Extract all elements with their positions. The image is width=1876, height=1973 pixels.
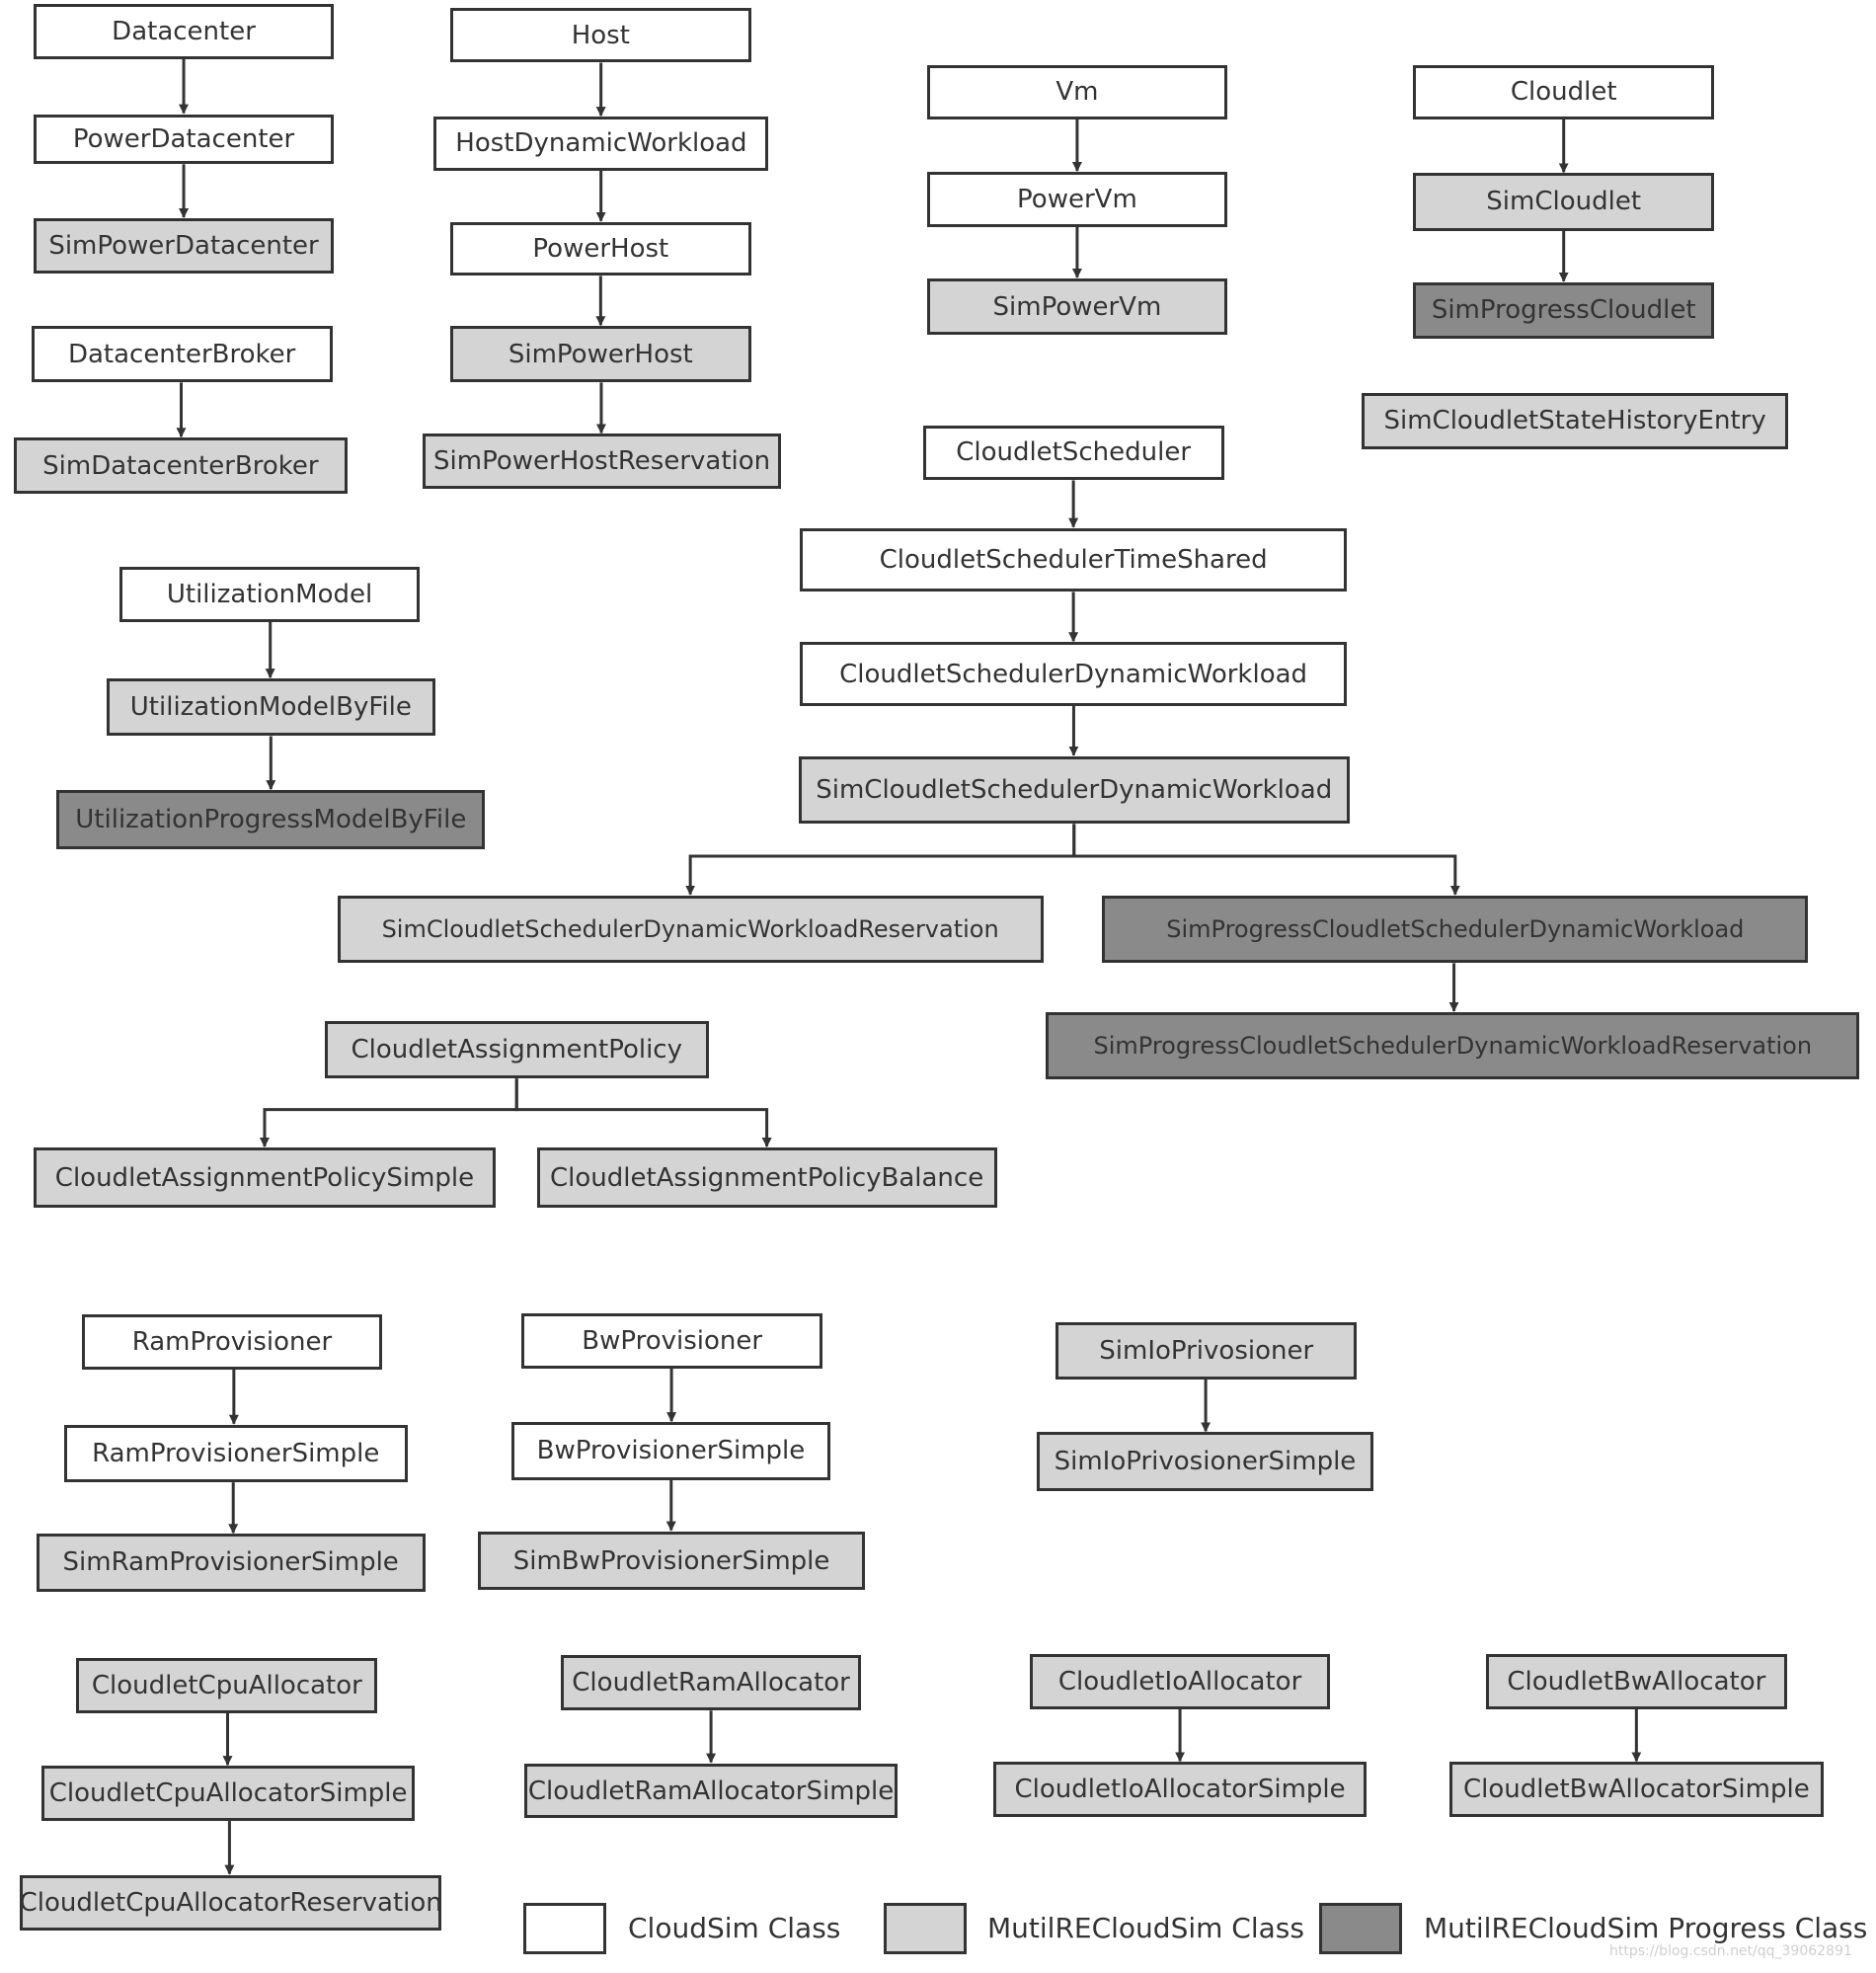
class-box-power-host: PowerHost: [449, 221, 751, 276]
class-box-cloudlet-assignment-policy-balance: CloudletAssignmentPolicyBalance: [536, 1147, 997, 1208]
legend-label-progress: MutilRECloudSim Progress Class: [1424, 1912, 1868, 1944]
class-box-cloudlet-cpu-allocator-simple: CloudletCpuAllocatorSimple: [40, 1766, 416, 1822]
class-box-vm: Vm: [926, 65, 1228, 119]
class-box-cloudlet-ram-allocator: CloudletRamAllocator: [560, 1655, 862, 1711]
arrow-cloudlet-assignment-policy-to-cloudlet-assignment-policy-balance: [514, 1078, 772, 1148]
class-box-sim-power-host-reservation: SimPowerHostReservation: [422, 434, 782, 490]
class-box-utilization-model-by-file: UtilizationModelByFile: [106, 678, 435, 737]
class-box-ram-provisioner: RamProvisioner: [81, 1313, 383, 1370]
class-box-sim-progress-cloudlet: SimProgressCloudlet: [1413, 281, 1715, 339]
class-box-sim-power-datacenter: SimPowerDatacenter: [34, 217, 334, 274]
watermark-url: https://blog.csdn.net/qq_39062891: [1609, 1943, 1852, 1959]
class-box-sim-io-privosioner: SimIoPrivosioner: [1055, 1321, 1358, 1380]
legend-swatch-cloudsim: [523, 1903, 606, 1954]
class-box-utilization-progress-model-by-file: UtilizationProgressModelByFile: [56, 790, 486, 849]
class-box-datacenter-broker: DatacenterBroker: [31, 326, 333, 383]
class-box-power-datacenter: PowerDatacenter: [34, 114, 334, 165]
class-box-cloudlet-scheduler-dynamic-workload: CloudletSchedulerDynamicWorkload: [800, 642, 1347, 706]
class-box-sim-cloudlet: SimCloudlet: [1413, 173, 1715, 231]
arrow-sim-cloudlet-scheduler-dynamic-workload-to-sim-progress-cloudlet-scheduler-dynamic-workload: [1072, 824, 1460, 896]
class-box-host: Host: [449, 7, 751, 63]
class-box-sim-progress-cloudlet-scheduler-dynamic-workload-reservation: SimProgressCloudletSchedulerDynamicWorkl…: [1046, 1011, 1860, 1080]
class-box-cloudlet-assignment-policy-simple: CloudletAssignmentPolicySimple: [34, 1147, 496, 1208]
class-box-cloudlet-assignment-policy: CloudletAssignmentPolicy: [324, 1020, 709, 1079]
class-box-sim-cloudlet-scheduler-dynamic-workload: SimCloudletSchedulerDynamicWorkload: [798, 755, 1350, 825]
class-box-sim-io-privosioner-simple: SimIoPrivosionerSimple: [1037, 1432, 1373, 1492]
class-box-cloudlet-bw-allocator-simple: CloudletBwAllocatorSimple: [1449, 1762, 1824, 1818]
class-box-cloudlet-bw-allocator: CloudletBwAllocator: [1485, 1654, 1787, 1709]
class-box-cloudlet-ram-allocator-simple: CloudletRamAllocatorSimple: [523, 1763, 899, 1819]
class-box-sim-datacenter-broker: SimDatacenterBroker: [13, 437, 348, 495]
class-box-sim-ram-provisioner-simple: SimRamProvisionerSimple: [36, 1534, 426, 1592]
class-box-cloudlet-io-allocator: CloudletIoAllocator: [1029, 1654, 1331, 1709]
class-box-sim-power-host: SimPowerHost: [449, 326, 751, 383]
class-box-power-vm: PowerVm: [926, 171, 1228, 227]
class-box-cloudlet-scheduler: CloudletScheduler: [922, 425, 1224, 481]
class-box-sim-bw-provisioner-simple: SimBwProvisionerSimple: [477, 1531, 866, 1591]
class-box-sim-cloudlet-scheduler-dynamic-workload-reservation: SimCloudletSchedulerDynamicWorkloadReser…: [337, 895, 1044, 964]
legend-swatch-multi: [884, 1903, 967, 1954]
class-box-sim-progress-cloudlet-scheduler-dynamic-workload: SimProgressCloudletSchedulerDynamicWorkl…: [1102, 895, 1809, 964]
class-box-cloudlet-cpu-allocator-reservation: CloudletCpuAllocatorReservation: [20, 1874, 442, 1931]
class-box-bw-provisioner-simple: BwProvisionerSimple: [511, 1422, 830, 1480]
class-box-cloudlet: Cloudlet: [1413, 65, 1715, 119]
class-box-sim-cloudlet-state-history-entry: SimCloudletStateHistoryEntry: [1362, 392, 1789, 449]
class-box-bw-provisioner: BwProvisioner: [521, 1312, 823, 1369]
class-box-datacenter: Datacenter: [34, 3, 334, 59]
connector-layer: [176, 58, 1642, 1875]
class-box-ram-provisioner-simple: RamProvisionerSimple: [63, 1424, 408, 1483]
class-box-utilization-model: UtilizationModel: [118, 567, 421, 622]
class-box-cloudlet-io-allocator-simple: CloudletIoAllocatorSimple: [992, 1762, 1368, 1818]
legend-label-multi: MutilRECloudSim Class: [987, 1912, 1304, 1944]
arrow-sim-cloudlet-scheduler-dynamic-workload-to-sim-cloudlet-scheduler-dynamic-workload-reservation: [685, 824, 1076, 896]
legend-label-cloudsim: CloudSim Class: [628, 1912, 841, 1944]
legend-swatch-progress: [1319, 1903, 1402, 1954]
arrow-cloudlet-assignment-policy-to-cloudlet-assignment-policy-simple: [259, 1078, 518, 1148]
class-box-cloudlet-cpu-allocator: CloudletCpuAllocator: [76, 1657, 378, 1713]
class-box-sim-power-vm: SimPowerVm: [926, 277, 1228, 336]
class-box-cloudlet-scheduler-time-shared: CloudletSchedulerTimeShared: [800, 527, 1347, 592]
class-box-host-dynamic-workload: HostDynamicWorkload: [433, 117, 769, 171]
